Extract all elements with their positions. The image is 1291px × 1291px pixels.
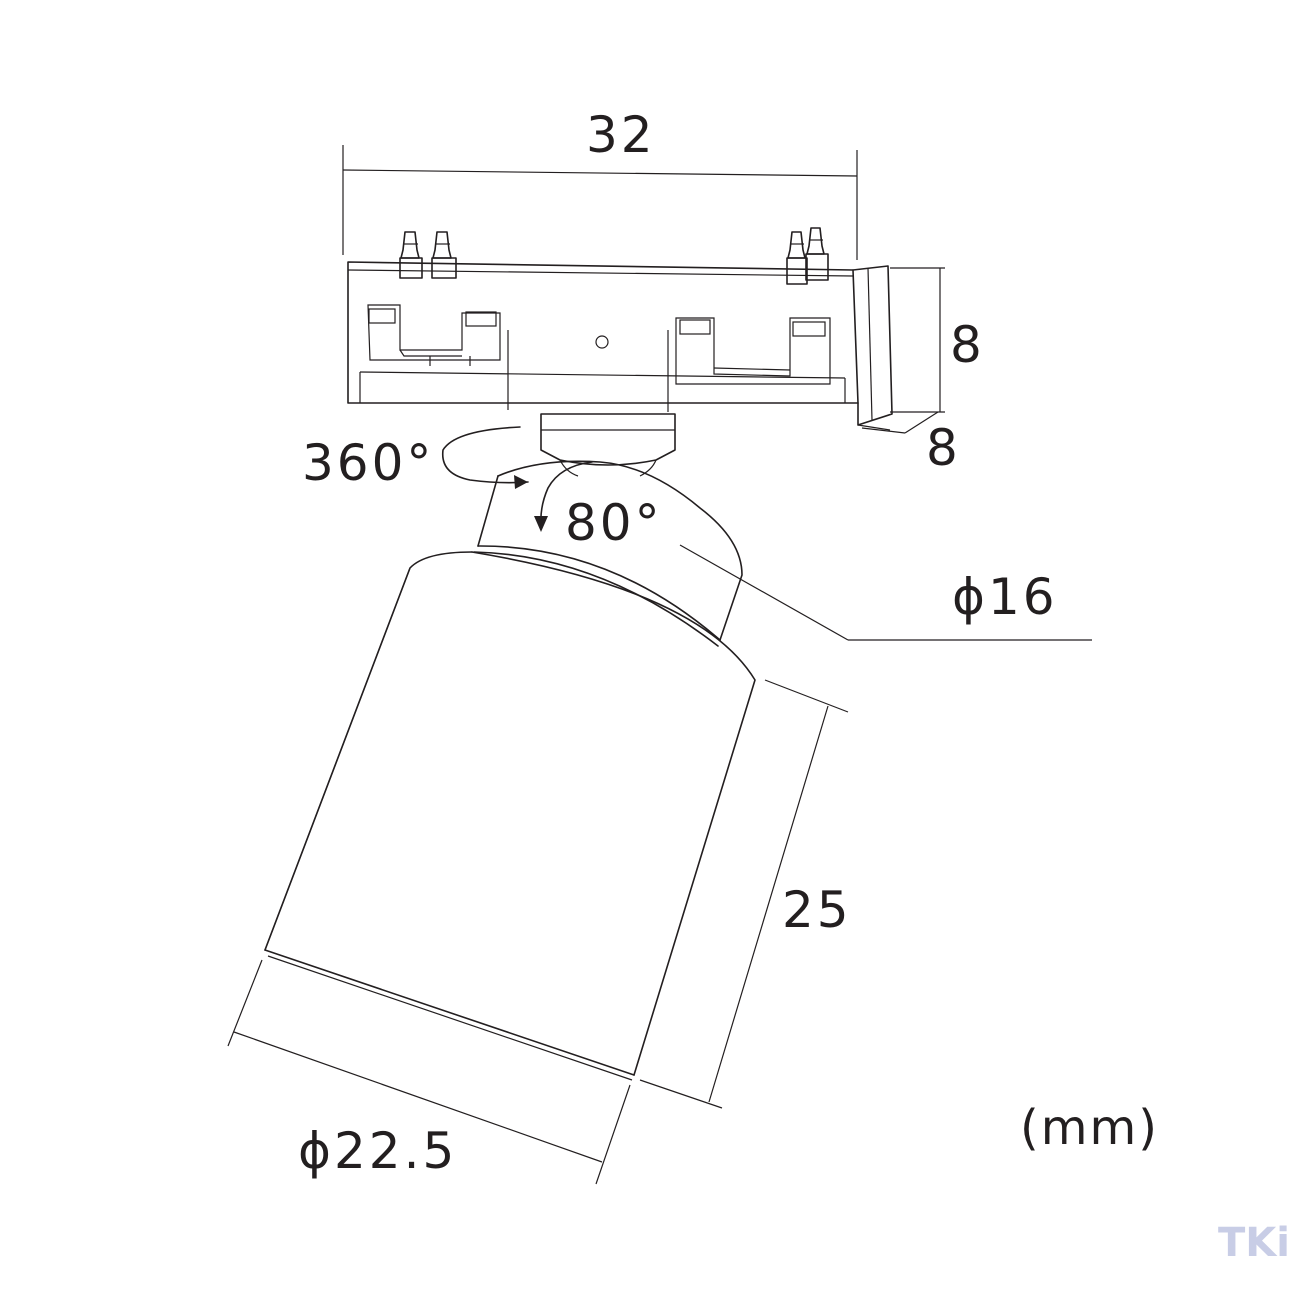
depth-label: 8 — [926, 419, 961, 477]
dimension-neck-diameter: ϕ16 — [679, 544, 1092, 641]
height-label: 8 — [950, 316, 985, 374]
pin-right-2 — [805, 227, 829, 281]
rotation-80-label: 80° — [565, 494, 663, 552]
dimension-height: 8 — [890, 267, 985, 413]
cylinder-body — [264, 551, 756, 1081]
dimension-depth: 8 — [861, 411, 961, 477]
pin-right-1 — [786, 231, 808, 285]
unit-label: (mm) — [1020, 1100, 1159, 1156]
neck-diameter-label: ϕ16 — [952, 568, 1058, 626]
dimension-width: 32 — [342, 106, 858, 260]
pin-left-2 — [431, 231, 457, 279]
track-adapter — [347, 261, 893, 431]
dimension-body-diameter: ϕ22.5 — [227, 959, 631, 1185]
pin-left-1 — [399, 231, 423, 279]
width-label: 32 — [586, 106, 656, 164]
body-diameter-label: ϕ22.5 — [298, 1122, 457, 1180]
connector-pins — [399, 227, 829, 285]
length-label: 25 — [782, 881, 852, 939]
tilt-arrow-80 — [534, 461, 593, 532]
rotation-360-label: 360° — [302, 434, 434, 492]
rotation-arrow-360 — [441, 426, 529, 489]
dimension-length: 25 — [639, 679, 852, 1109]
neck-joint — [473, 460, 743, 647]
brand-logo: TKi — [1218, 1220, 1290, 1266]
swivel-collar — [540, 413, 676, 477]
